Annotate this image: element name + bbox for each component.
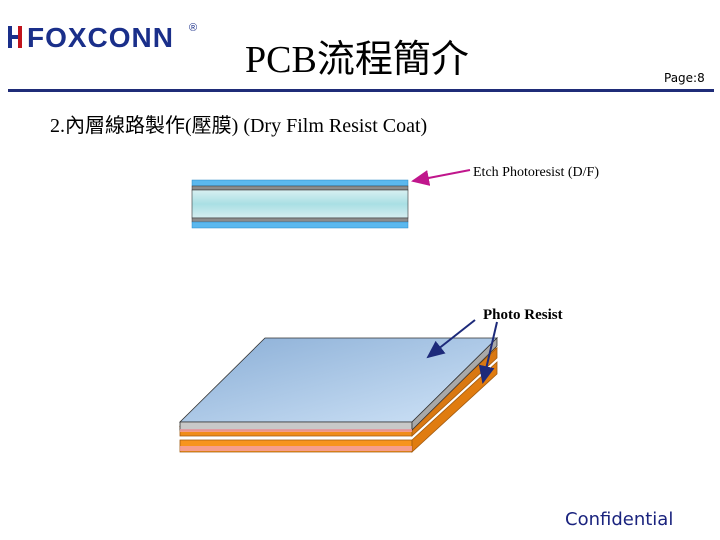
slide-title: PCB流程簡介 [245,39,469,81]
board-cross-section [191,179,409,229]
pink-edge-strip [180,429,412,432]
etch-photoresist-label: Etch Photoresist (D/F) [473,165,599,180]
board-3d-view [178,337,499,453]
page-number: Page:8 [664,71,705,85]
photoresist-side-right [411,337,498,431]
confidential-footer: Confidential [565,509,674,530]
copper-bottom [191,217,409,223]
photoresist-side [179,421,413,431]
copper-top [191,185,409,191]
bottom-film-strip [180,446,412,451]
photo-resist-arrow-1 [426,319,476,359]
logo-wordmark: FOXCONN [27,22,174,53]
photo-resist-arrow-2 [478,321,498,384]
section-subtitle: 2.內層線路製作(壓膜) (Dry Film Resist Coat) [50,115,428,137]
dry-film-bottom [191,221,409,229]
foxconn-logo [8,26,22,48]
core-layer [191,189,409,219]
dry-film-top [191,179,409,187]
etch-photoresist-arrow [411,169,471,186]
registered-mark: ® [189,22,198,34]
photo-resist-label: Photo Resist [483,307,563,323]
header-divider [8,89,714,92]
